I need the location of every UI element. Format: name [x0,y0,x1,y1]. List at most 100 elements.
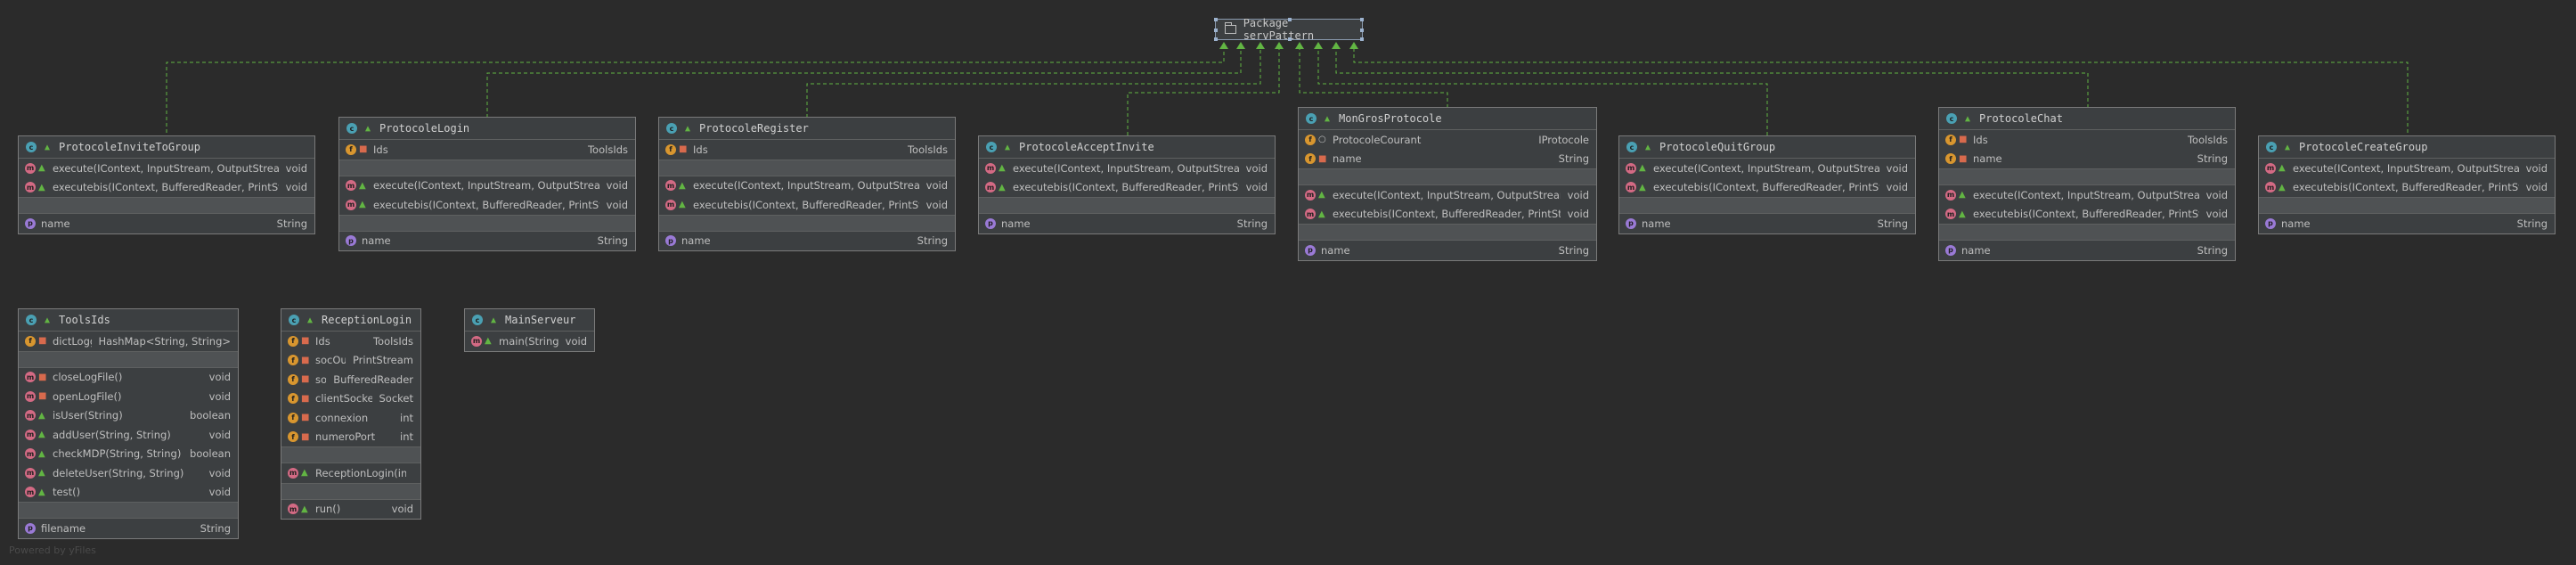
method-row[interactable]: m▲executebis(IContext, BufferedReader, P… [1619,178,1915,198]
field-row[interactable]: f■dictLogginsHashMap<String, String> [19,332,238,351]
method-row[interactable]: m▲executebis(IContext, BufferedReader, P… [1939,205,2235,225]
method-row[interactable]: m▲isUser(String)boolean [19,406,238,426]
method-row[interactable]: m▲executebis(IContext, BufferedReader, P… [659,195,955,215]
field-row[interactable]: f■socOutPrintStream [281,351,420,371]
method-row[interactable]: m▲execute(IContext, InputStream, OutputS… [1939,185,2235,205]
class-name: ProtocoleCreateGroup [2299,141,2428,153]
method-row[interactable]: m▲execute(IContext, InputStream, OutputS… [19,159,314,178]
method-row[interactable]: m▲test()void [19,483,238,503]
class-header: c▲ProtocoleQuitGroup [1619,136,1915,159]
method-row[interactable]: m▲executebis(IContext, BufferedReader, P… [979,178,1275,198]
method-row-name: execute(IContext, InputStream, OutputStr… [1013,161,1239,175]
method-row-type: void [1567,208,1589,221]
selection-handle[interactable] [1214,18,1218,21]
folder-icon [1225,22,1236,34]
method-icon: m [25,448,36,460]
method-row[interactable]: m▲execute(IContext, InputStream, OutputS… [659,176,955,196]
method-row[interactable]: m▲deleteUser(String, String)void [19,463,238,483]
method-row-type: void [606,198,628,211]
class-node-reception[interactable]: c▲ReceptionLoginf■IdsToolsIdsf■socOutPri… [281,308,421,520]
method-row-type: void [1886,161,1908,175]
property-icon: p [985,217,996,229]
method-row[interactable]: m▲run()void [281,500,420,520]
selection-handle[interactable] [1360,18,1364,21]
selection-handle[interactable] [1360,37,1364,41]
selection-handle[interactable] [1360,29,1364,32]
method-row[interactable]: m▲executebis(IContext, BufferedReader, P… [2259,178,2555,198]
method-row[interactable]: m▲execute(IContext, InputStream, OutputS… [1299,185,1596,205]
package-node[interactable]: Package servPattern [1214,17,1364,42]
method-row[interactable]: m▲executebis(IContext, BufferedReader, P… [1299,205,1596,225]
selection-handle[interactable] [1214,37,1218,41]
field-row-name: socOut [315,354,346,367]
public-icon: ▲ [45,142,51,152]
selection-handle[interactable] [1288,37,1292,41]
field-row-type: Socket [379,392,414,405]
arrowhead [1275,42,1284,49]
field-row-type: ToolsIds [587,143,628,156]
field-row-type: IProtocole [1538,133,1589,146]
package-title: Package servPattern [1243,17,1315,42]
method-row-name: openLogFile() [53,389,122,403]
property-row-type: String [1558,243,1589,257]
class-name: ProtocoleChat [1979,112,2063,125]
constructor-row[interactable]: m▲ReceptionLogin(int) [281,463,420,483]
method-row[interactable]: m▲execute(IContext, InputStream, OutputS… [339,176,635,196]
method-row-type: void [391,503,413,516]
edge-chat [1335,43,2089,108]
class-name: ProtocoleLogin [379,122,470,135]
method-row[interactable]: m■openLogFile()void [19,387,238,406]
method-row[interactable]: m▲executebis(IContext, BufferedReader, P… [339,195,635,215]
selection-handle[interactable] [1214,29,1218,32]
method-row[interactable]: m▲checkMDP(String, String)boolean [19,445,238,464]
method-icon: m [2265,162,2276,174]
arrowhead [1256,42,1265,49]
selection-handle[interactable] [1288,18,1292,21]
property-row-name: name [1961,243,1991,257]
method-row[interactable]: m▲main(String[])void [465,332,594,351]
method-row[interactable]: m▲execute(IContext, InputStream, OutputS… [979,159,1275,178]
method-row[interactable]: m▲addUser(String, String)void [19,425,238,445]
lock-icon: ■ [1318,153,1327,164]
method-row[interactable]: m■closeLogFile()void [19,368,238,388]
method-row[interactable]: m▲execute(IContext, InputStream, OutputS… [1619,159,1915,178]
method-row-name: executebis(IContext, BufferedReader, Pri… [1973,208,2199,221]
method-row[interactable]: m▲executebis(IContext, BufferedReader, P… [19,178,314,198]
field-row[interactable]: f■socInBufferedReader [281,370,420,389]
property-row-name: name [1001,217,1031,230]
lock-icon: ■ [301,431,310,442]
method-row[interactable]: m▲execute(IContext, InputStream, OutputS… [2259,159,2555,178]
public-icon: ▲ [679,180,686,191]
method-row-name: execute(IContext, InputStream, OutputStr… [2293,161,2519,175]
method-icon: m [985,162,996,174]
